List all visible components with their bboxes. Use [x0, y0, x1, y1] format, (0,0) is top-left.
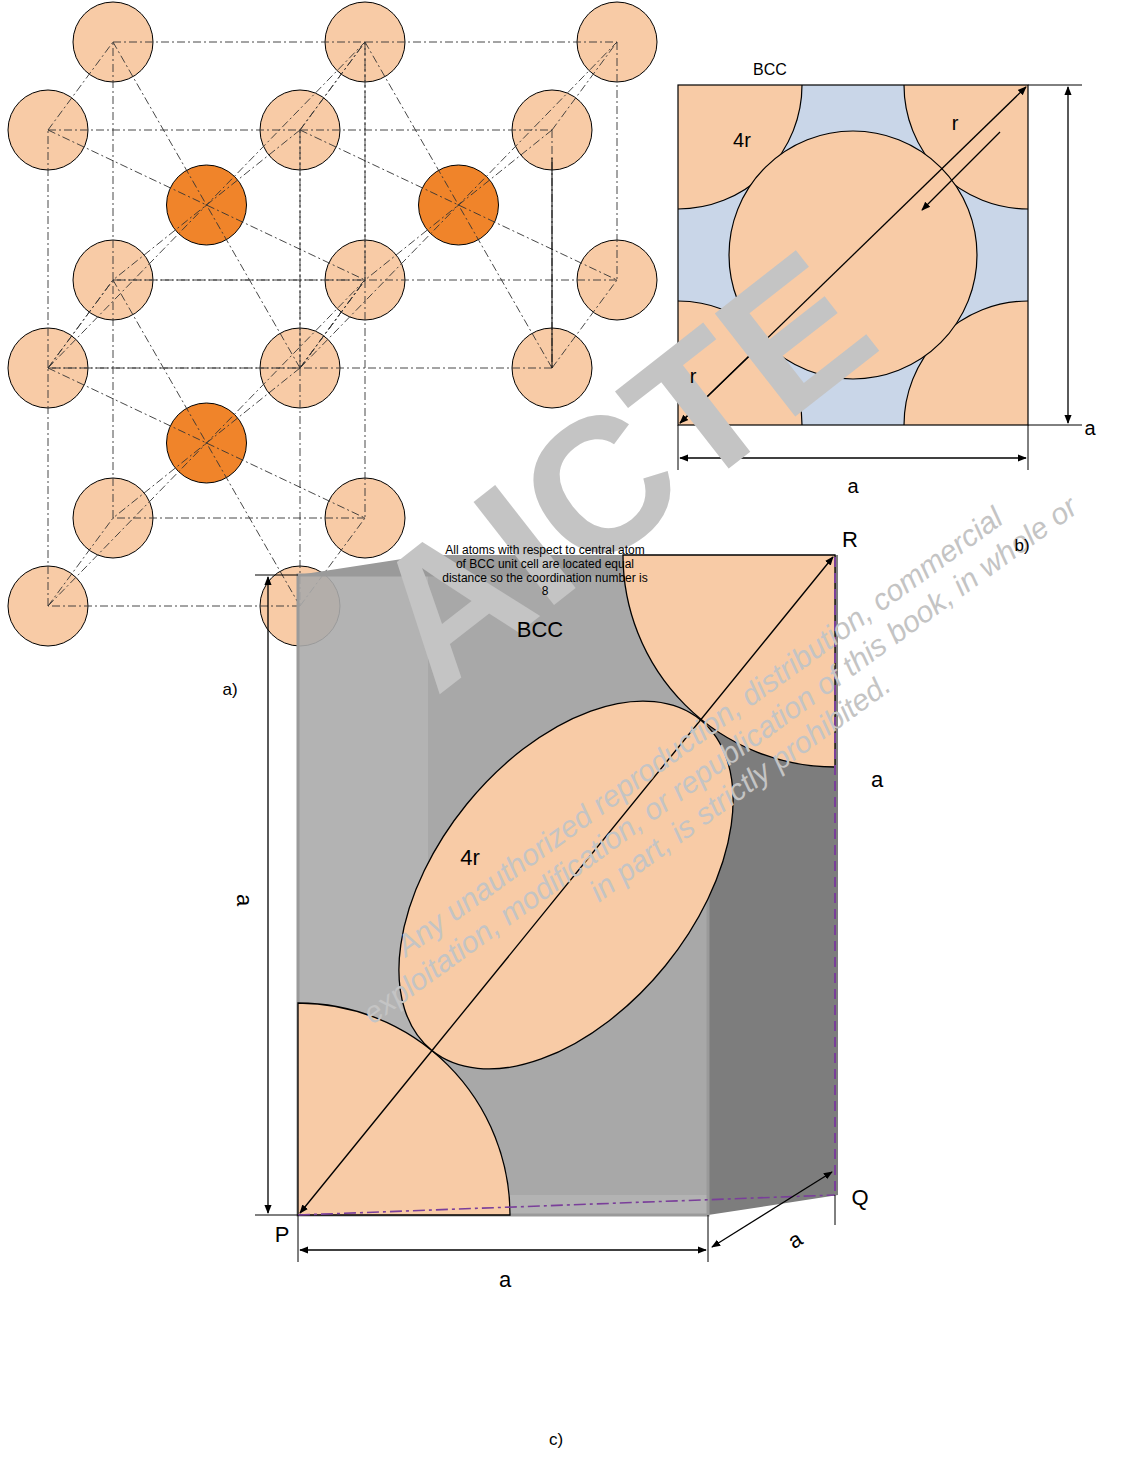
radius-label: r: [690, 365, 697, 388]
lattice-line: [48, 368, 49, 606]
lattice-line: [48, 42, 365, 368]
lattice-line: [300, 368, 552, 369]
lattice-line: [48, 42, 113, 130]
lattice-line: [300, 42, 365, 130]
lattice-line: [300, 42, 617, 368]
lattice-line: [48, 130, 300, 131]
lattice-line: [300, 280, 365, 368]
bcc-lattice: [8, 2, 657, 646]
radius-label: r: [952, 112, 959, 135]
lattice-line: [113, 518, 365, 519]
panel-label: c): [549, 1430, 563, 1450]
lattice-line: [300, 280, 365, 368]
dimension-label: a: [231, 894, 256, 906]
lattice-line: [113, 280, 365, 281]
lattice-line: [365, 280, 366, 518]
lattice-line: [48, 280, 113, 368]
lattice-line: [300, 130, 301, 368]
lattice-line: [552, 42, 617, 130]
panel-label: a): [222, 680, 237, 700]
dimension-label: a: [783, 1226, 807, 1254]
lattice-line: [365, 280, 617, 281]
corner-label: P: [275, 1222, 290, 1247]
lattice-line: [300, 130, 552, 131]
lattice-line: [48, 130, 49, 368]
structure-label: BCC: [517, 617, 563, 642]
lattice-line: [113, 42, 365, 43]
lattice-line: [48, 280, 365, 606]
dimension-label: a: [1084, 417, 1095, 440]
lattice-line: [552, 130, 553, 368]
corner-label: Q: [851, 1185, 868, 1210]
panel-label: b): [1014, 536, 1029, 556]
lattice-line: [48, 368, 300, 369]
lattice-line: [48, 368, 300, 369]
corner-label: R: [842, 527, 858, 552]
dimension-label: a: [871, 767, 883, 792]
lattice-line: [48, 518, 113, 606]
dimension-label: a: [499, 1267, 511, 1292]
lattice-line: [48, 280, 113, 368]
lattice-line: [113, 280, 365, 281]
lattice-line: [300, 280, 365, 368]
lattice-line: [300, 42, 365, 130]
structure-label: BCC: [753, 61, 787, 79]
diagonal-label: 4r: [733, 129, 751, 152]
lattice-line: [48, 606, 300, 607]
dimension-label: a: [847, 475, 858, 498]
lattice-line: [617, 42, 618, 280]
lattice-line: [552, 158, 553, 368]
diagonal-label: 4r: [460, 845, 480, 870]
lattice-line: [300, 130, 301, 368]
note-text: All atoms with respect to central atom o…: [440, 544, 650, 599]
lattice-line: [365, 42, 617, 43]
